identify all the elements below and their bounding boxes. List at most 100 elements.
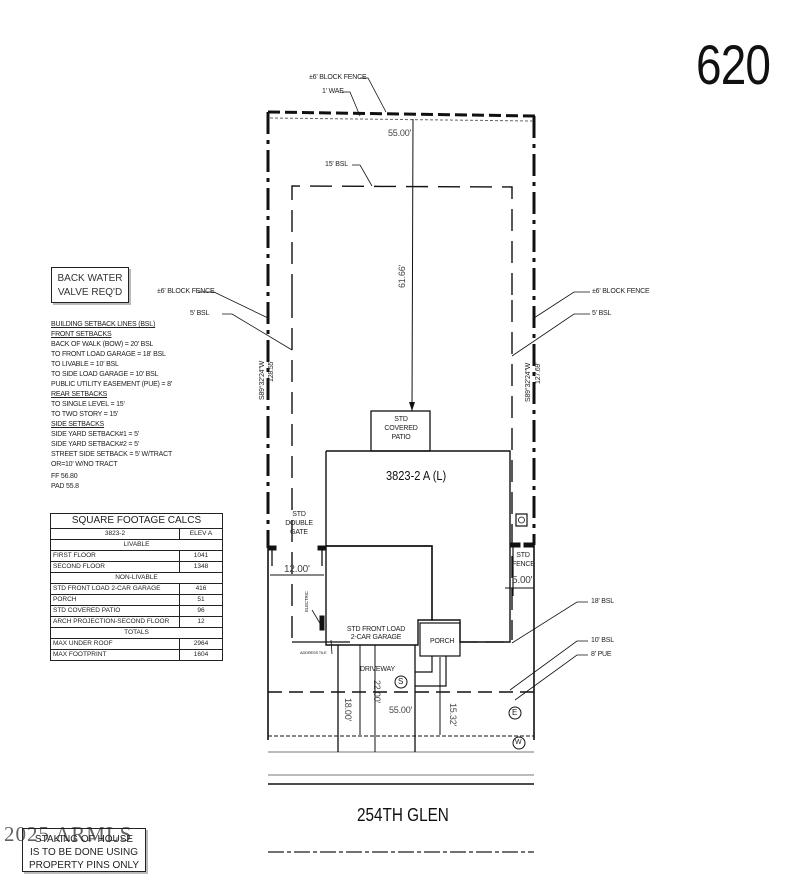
row-value: 416 (179, 583, 223, 595)
section-heading: TOTALS (50, 627, 223, 639)
note-line: VALVE REQ'D (57, 287, 123, 298)
porch (419, 622, 461, 657)
row-label: MAX FOOTPRINT (50, 649, 180, 661)
electric-symbol (508, 706, 522, 720)
plan-number: 3823-2 (50, 528, 180, 540)
label-line: STD (516, 552, 530, 559)
setback-notes: BUILDING SETBACK LINES (BSL) FRONT SETBA… (51, 320, 172, 492)
dim-gate-width: 12.00' (284, 564, 310, 575)
note-line: FRONT SETBACKS (51, 331, 112, 338)
note-line: STAKING OF HOUSE (34, 834, 134, 845)
row-value: 96 (179, 605, 223, 617)
callout-left-bsl: 5' BSL (190, 310, 210, 317)
note-line: TO SIDE LOAD GARAGE = 10' BSL (51, 371, 159, 378)
note-line: PUBLIC UTILITY EASEMENT (PUE) = 8' (51, 381, 172, 388)
label-line: COVERED (384, 425, 418, 432)
sewer-symbol-label: S (398, 677, 404, 686)
row-value: 1041 (179, 550, 223, 562)
callout-address-tile: ADDRESS TILE (300, 650, 327, 655)
rear-block-fence (267, 110, 536, 118)
ff-elevation: FF 56.80 (51, 473, 78, 480)
label-line: 2-CAR GARAGE (350, 634, 402, 641)
label-line: PATIO (391, 434, 411, 441)
dim-rear-width: 55.00' (388, 128, 412, 138)
callout-pue: 8' PUE (591, 651, 612, 658)
section-heading: LIVABLE (50, 539, 223, 551)
water-symbol (512, 736, 526, 750)
dim-rear-depth: 61.66' (397, 264, 407, 288)
dim-driveway-18: 18.00' (343, 698, 353, 722)
street-name: 254TH GLEN (357, 805, 449, 825)
label-line: STD (292, 511, 306, 518)
double-gate-label: STD DOUBLE GATE (285, 510, 313, 537)
covered-patio-label: STD COVERED PATIO (381, 415, 421, 442)
dim-right-bearing: S89°32'24"W (525, 362, 532, 402)
row-value: 1348 (179, 561, 223, 573)
callout-top-block-fence: ±6' BLOCK FENCE (309, 74, 367, 81)
label-line: STD (394, 416, 408, 423)
callout-right-bsl: 5' BSL (592, 310, 612, 317)
armls-watermark: 2025 ARMLS (4, 822, 133, 846)
property-pins-note: STAKING OF HOUSE IS TO BE DONE USING PRO… (22, 828, 146, 872)
rear-bsl (291, 185, 513, 300)
row-label: SECOND FLOOR (50, 561, 180, 573)
note-line: SIDE YARD SETBACK#1 = 5' (51, 431, 139, 438)
ac-unit-icon (515, 513, 528, 527)
row-value: 1604 (179, 649, 223, 661)
porch-label: PORCH (430, 638, 455, 645)
note-line: TO LIVABLE = 10' BSL (51, 361, 119, 368)
note-line: STREET SIDE SETBACK = 5' W/TRACT (51, 451, 173, 458)
note-line: PROPERTY PINS ONLY (28, 860, 140, 871)
section-heading: NON-LIVABLE (50, 572, 223, 584)
pad-elevation: PAD 55.8 (51, 483, 79, 490)
note-line: SIDE YARD SETBACK#2 = 5' (51, 441, 139, 448)
row-value: 12 (179, 616, 223, 628)
driveway-label: DRIVEWAY (360, 666, 395, 673)
callout-front-bsl-18: 18' BSL (591, 598, 614, 605)
note-line: BUILDING SETBACK LINES (BSL) (51, 321, 156, 328)
sewer-symbol (394, 675, 408, 689)
note-line: TO FRONT LOAD GARAGE = 18' BSL (51, 351, 166, 358)
lot-number: 620 (696, 33, 771, 96)
note-line: BACK WATER (57, 273, 123, 284)
row-label: PORCH (50, 594, 180, 606)
label-line: DOUBLE (285, 520, 313, 527)
note-line: OR=10' W/NO TRACT (51, 461, 118, 468)
note-line: BACK OF WALK (BOW) = 20' BSL (51, 341, 154, 348)
dim-porch-depth: 15.32' (448, 703, 458, 727)
callout-electric: ELECTRIC (304, 591, 309, 612)
note-line: SIDE SETBACKS (51, 421, 105, 428)
elevation: ELEV A (179, 528, 223, 540)
callout-rear-bsl: 15' BSL (325, 161, 348, 168)
row-label: STD FRONT LOAD 2-CAR GARAGE (50, 583, 180, 595)
row-label: ARCH PROJECTION-SECOND FLOOR (50, 616, 180, 628)
note-line: REAR SETBACKS (51, 391, 108, 398)
house-plan-label: 3823-2 A (L) (386, 468, 447, 483)
dim-fence-offset: 5.00' (512, 575, 533, 586)
row-value: 51 (179, 594, 223, 606)
note-line: IS TO BE DONE USING (30, 847, 138, 858)
row-label: MAX UNDER ROOF (50, 638, 180, 650)
std-fence-label: STD FENCE (512, 551, 535, 569)
row-label: FIRST FLOOR (50, 550, 180, 562)
label-line: FENCE (512, 561, 535, 568)
back-water-valve-note: BACK WATER VALVE REQ'D (51, 267, 129, 303)
note-line: TO TWO STORY = 15' (51, 411, 118, 418)
row-value: 2964 (179, 638, 223, 650)
water-symbol-label: W (515, 739, 522, 746)
row-label: STD COVERED PATIO (50, 605, 180, 617)
label-line: GATE (290, 529, 308, 536)
dim-driveway-22: 22.00' (372, 680, 382, 704)
label-line: STD FRONT LOAD (346, 626, 406, 633)
table-title: SQUARE FOOTAGE CALCS (50, 513, 223, 529)
